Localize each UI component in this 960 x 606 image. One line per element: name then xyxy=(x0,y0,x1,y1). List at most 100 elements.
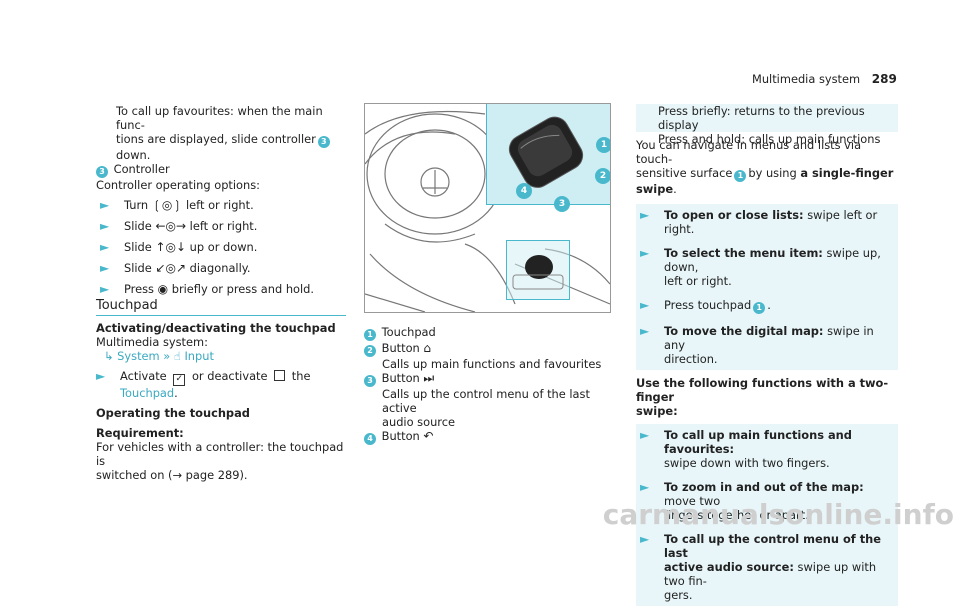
callout-1: 1 xyxy=(753,302,766,314)
single-finger-steps: ►To open or close lists: swipe left or r… xyxy=(636,204,898,370)
watermark: carmanualsonline.info xyxy=(602,498,954,531)
nav-swipe: swipe xyxy=(636,182,674,196)
two-step-2-bold: To zoom in and out of the map: xyxy=(664,480,864,494)
step-arrow-icon: ► xyxy=(640,298,650,312)
path-input[interactable]: Input xyxy=(184,349,214,363)
controller-gesture-icon: ◉ xyxy=(157,282,169,296)
button-icon: ⌂ xyxy=(423,341,432,355)
legend-label: Button xyxy=(381,371,420,385)
step-arrow-icon: ► xyxy=(100,240,110,254)
step-arrow-icon: ► xyxy=(640,324,650,338)
controller-option: ►Turn ❲◎❳ left or right. xyxy=(96,198,346,212)
step-arrow-icon: ► xyxy=(640,246,650,260)
two-step-1-text: swipe down with two fingers. xyxy=(664,456,830,470)
legend-item: 1 Touchpad xyxy=(364,325,614,341)
callout-1: 1 xyxy=(364,329,376,341)
controller-gesture-icon: ❲◎❳ xyxy=(151,198,183,212)
press-brief: Press briefly: returns to the previous d… xyxy=(658,104,865,132)
controller-gesture-icon: ↑◎↓ xyxy=(155,240,187,254)
nav-text-2: by using xyxy=(748,166,797,180)
intro-line: To call up favourites: when the main fun… xyxy=(116,104,323,132)
legend-desc: Calls up main functions and favourites xyxy=(382,357,602,371)
requirement-title: Requirement: xyxy=(96,426,184,440)
option-text: diagonally. xyxy=(189,261,251,275)
step-arrow-icon: ► xyxy=(640,428,650,442)
option-text: up or down. xyxy=(189,240,258,254)
two-finger-title: Use the following functions with a two-f… xyxy=(636,376,898,418)
callout-1: 1 xyxy=(596,137,610,153)
controller-option: ► Slide ↑◎↓ up or down. xyxy=(96,240,346,254)
step-2-text: swipe up, down, xyxy=(664,246,881,274)
two-step-1-bold: To call up main functions and favourites… xyxy=(664,428,852,456)
callout-4: 4 xyxy=(516,183,532,199)
option-verb: Slide xyxy=(124,240,152,254)
option-text: left or right. xyxy=(186,198,254,212)
legend-label: Touchpad xyxy=(381,325,436,339)
activate-title: Activating/deactivating the touchpad xyxy=(96,321,336,335)
step-4-text-2: direction. xyxy=(664,352,718,366)
header-title: Multimedia system xyxy=(752,72,861,86)
press-hold: Press and hold: calls up main functions xyxy=(658,132,881,146)
menu-label: Multimedia system: xyxy=(96,335,208,349)
two-finger-line-2: swipe: xyxy=(636,404,678,418)
button-icon: ↶ xyxy=(423,429,434,443)
controller-gesture-icon: ←◎→ xyxy=(155,219,187,233)
legend-item: 4 Button ↶ xyxy=(364,429,614,445)
page-header: Multimedia system 289 xyxy=(752,72,897,86)
two-step-2-text-2: fingers together or apart. xyxy=(664,508,809,522)
requirement-line: For vehicles with a controller: the touc… xyxy=(96,440,344,468)
legend-item: 3 Button ⏭Calls up the control menu of t… xyxy=(364,371,614,429)
step-arrow-icon: ► xyxy=(96,369,106,383)
activate-pre: Activate xyxy=(120,369,167,383)
callout-2: 2 xyxy=(595,168,610,184)
touchpad-link[interactable]: Touchpad xyxy=(120,386,175,400)
two-step-3-bold: To call up the control menu of the last xyxy=(664,532,881,560)
options-title: Controller operating options: xyxy=(96,178,261,192)
section-title: Touchpad xyxy=(96,298,158,313)
option-verb: Press xyxy=(124,282,154,296)
option-verb: Slide xyxy=(124,261,152,275)
activate-text: Activate ✓ or deactivate the Touchpad. xyxy=(120,369,311,400)
legend-label: Button xyxy=(381,429,420,443)
step-2-text-2: left or right. xyxy=(664,274,732,288)
controller-gesture-icon: ↙◎↗ xyxy=(155,261,187,275)
activate-step: ► Activate ✓ or deactivate the Touchpad. xyxy=(96,369,356,400)
legend-desc: Calls up the control menu of the last ac… xyxy=(382,387,590,415)
option-text: left or right. xyxy=(189,219,258,233)
nav-text: sensitive surface xyxy=(636,166,733,180)
step-arrow-icon: ► xyxy=(640,480,650,494)
options-list: ►Turn ❲◎❳ left or right.►Slide ←◎→ left … xyxy=(96,198,346,296)
activate-mid: or deactivate xyxy=(191,369,268,383)
touchpad-detail-inset: 1 2 3 4 xyxy=(486,104,610,212)
touchpad-figure: 1 2 3 4 xyxy=(364,103,611,313)
step-arrow-icon: ► xyxy=(100,198,110,212)
path-system[interactable]: System xyxy=(117,349,160,363)
step-arrow-icon: ► xyxy=(100,261,110,275)
nav-line: You can navigate in menus and lists via … xyxy=(636,138,862,166)
checkbox-checked-icon[interactable]: ✓ xyxy=(173,374,186,386)
callout-4: 4 xyxy=(364,433,376,445)
option-text: briefly or press and hold. xyxy=(171,282,315,296)
step-1-text: swipe left or right. xyxy=(664,208,878,236)
legend-desc-2: audio source xyxy=(382,415,456,429)
legend-label: Controller xyxy=(113,162,170,176)
controller-option: ► Slide ↙◎↗ diagonally. xyxy=(96,261,346,275)
callout-3: 3 xyxy=(317,136,330,148)
section-heading: Touchpad xyxy=(96,298,346,316)
callout-1: 1 xyxy=(734,170,747,182)
nav-bold: a single-finger xyxy=(800,166,894,180)
step-3-text: Press touchpad xyxy=(664,298,752,312)
step-arrow-icon: ► xyxy=(100,282,110,296)
operate-title: Operating the touchpad xyxy=(96,406,250,420)
step-2-bold: To select the menu item: xyxy=(664,246,823,260)
path-arrow-icon: ↳ xyxy=(104,349,114,363)
step-arrow-icon: ► xyxy=(100,219,110,233)
two-step-3-bold-2: active audio source: xyxy=(664,560,794,574)
option-verb: Slide xyxy=(124,219,152,233)
checkbox-empty-icon[interactable] xyxy=(274,370,286,381)
input-icon: ☝ xyxy=(173,349,181,363)
touchpad-location-box xyxy=(506,240,570,300)
step-4-text: swipe in any xyxy=(664,324,874,352)
legend-controller: 3 Controller xyxy=(96,162,346,178)
